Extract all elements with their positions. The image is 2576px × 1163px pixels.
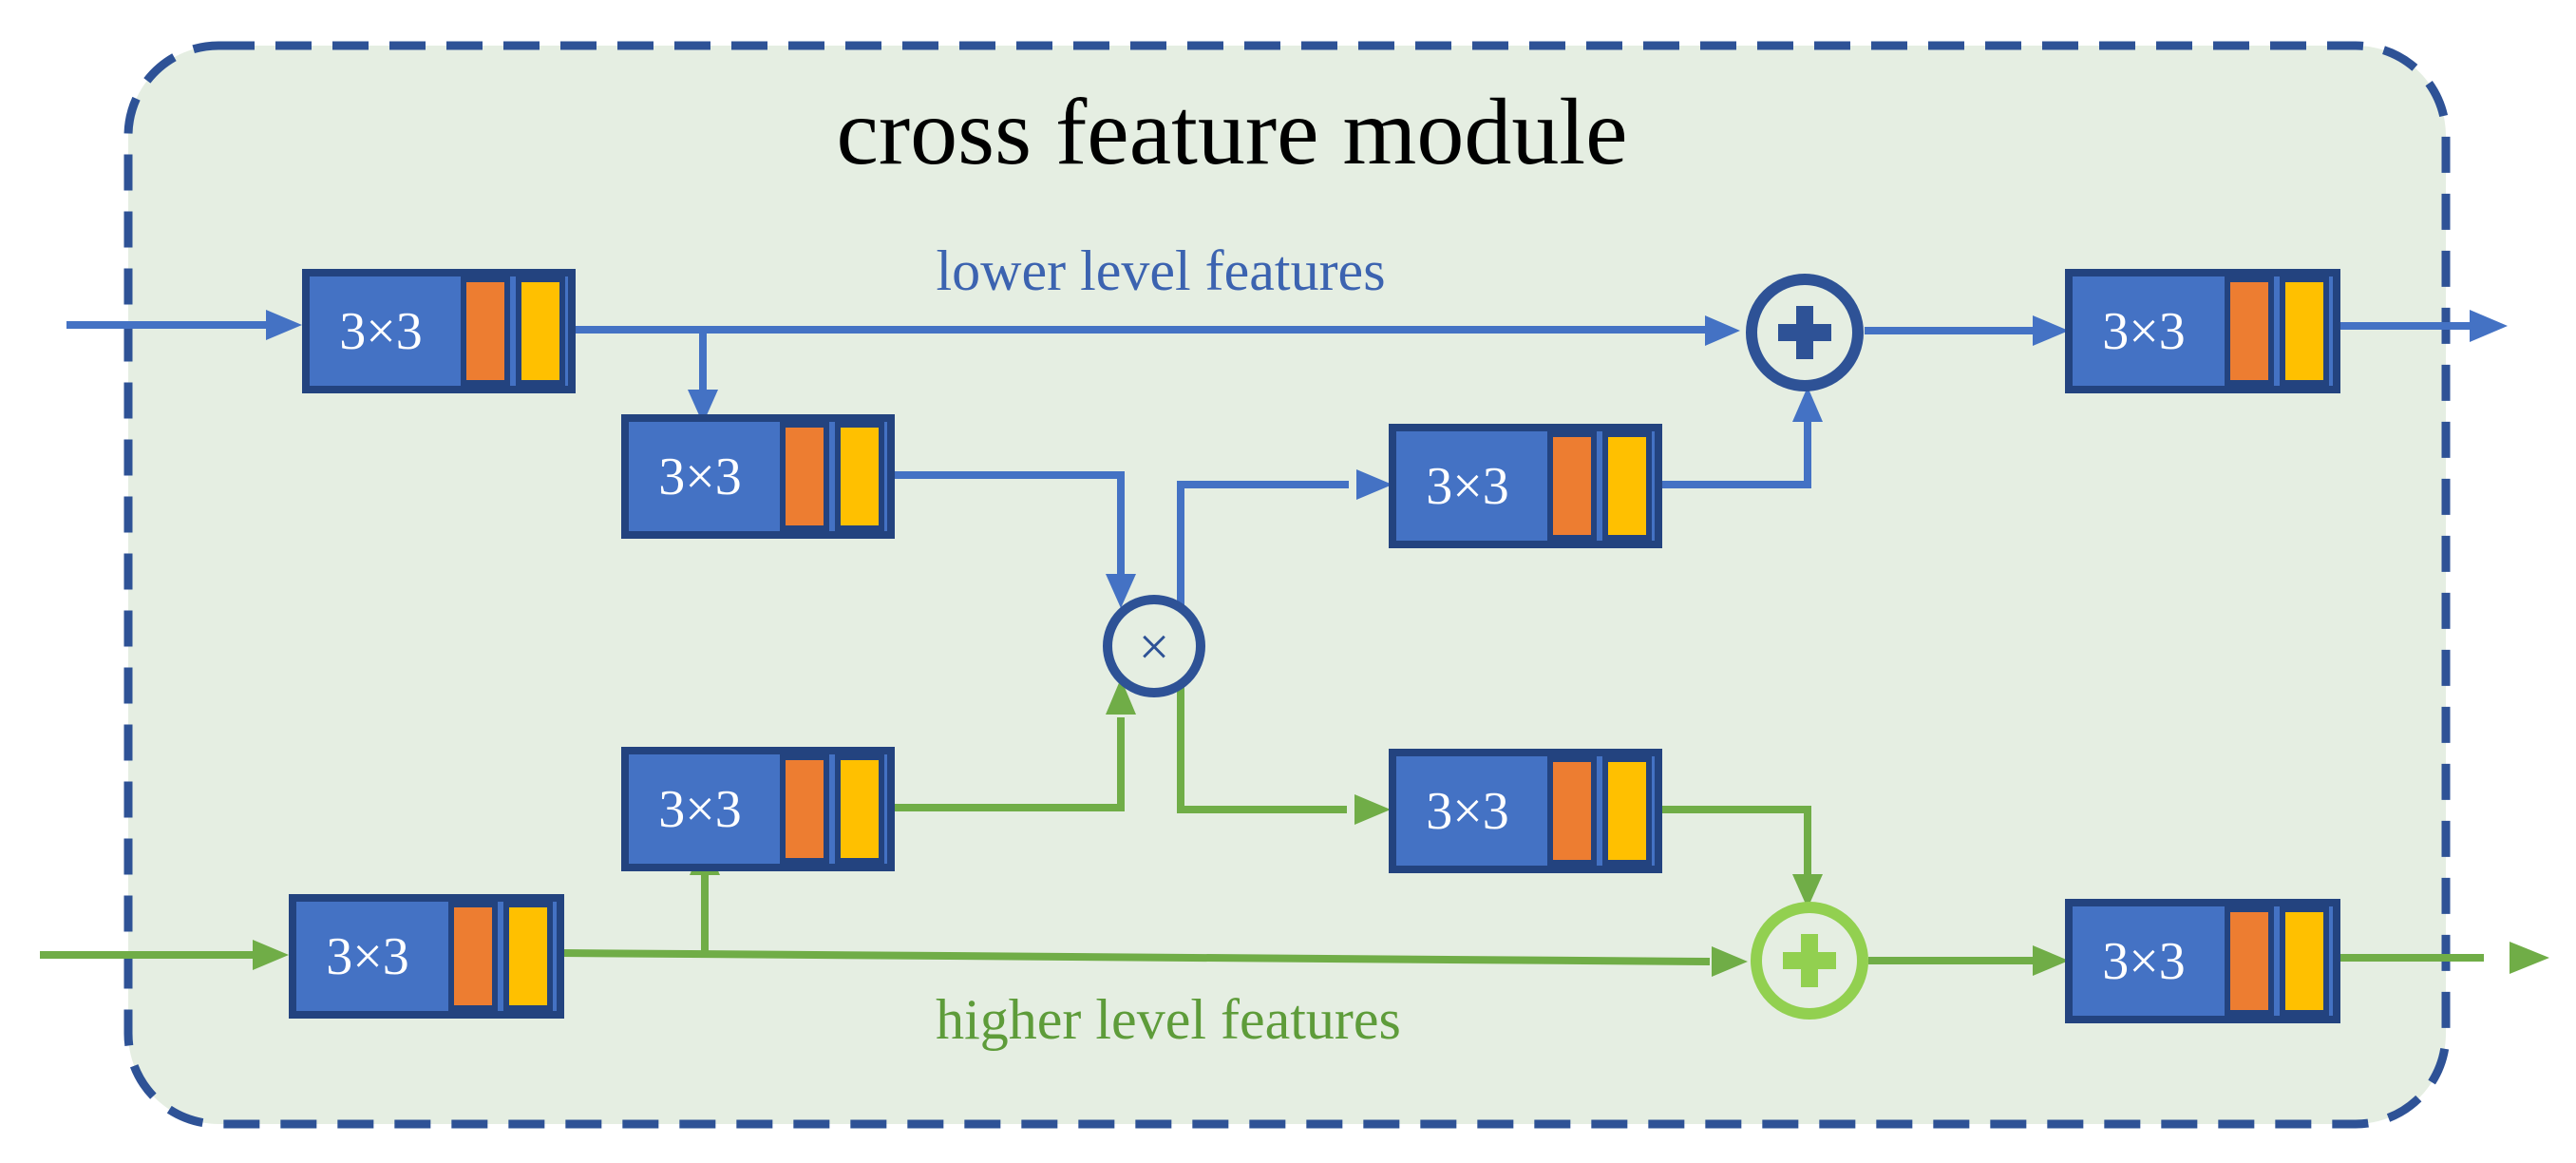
arrowhead xyxy=(688,390,718,424)
arrowhead xyxy=(1106,574,1136,608)
blue-arrowheads xyxy=(266,310,2508,608)
arrowhead xyxy=(2033,315,2069,346)
green-connections xyxy=(40,677,2484,965)
higher-path-line xyxy=(559,949,1711,965)
conv-label: 3×3 xyxy=(1426,457,1509,516)
multiply-operator: × xyxy=(1103,595,1205,697)
lower-level-label: lower level features xyxy=(936,239,1385,302)
conv-block-mid-top: 3×3 xyxy=(1389,424,1662,548)
conv-block-higher-branch: 3×3 xyxy=(621,747,895,871)
conv-block-input-bottom: 3×3 xyxy=(289,894,564,1019)
conv-label: 3×3 xyxy=(339,302,423,361)
conv-label: 3×3 xyxy=(2102,302,2186,361)
arrowhead xyxy=(266,310,302,340)
conv-block-output-top: 3×3 xyxy=(2065,269,2340,393)
blue-connections xyxy=(66,321,2479,620)
arrowhead xyxy=(2470,310,2508,342)
multiply-to-conv-line xyxy=(1177,481,1349,620)
arrowhead xyxy=(1354,794,1391,825)
arrowhead xyxy=(253,940,289,970)
conv-block-lower-branch: 3×3 xyxy=(621,414,895,539)
conv-label: 3×3 xyxy=(326,927,409,986)
conv-to-add-green-line xyxy=(1658,806,1811,886)
arrowhead xyxy=(1792,387,1823,422)
higher-level-label: higher level features xyxy=(936,988,1401,1051)
arrowhead xyxy=(1792,874,1823,908)
arrowhead xyxy=(1712,946,1748,977)
conv-label: 3×3 xyxy=(2102,932,2186,991)
multiply-to-conv-green-line xyxy=(1177,677,1347,813)
conv-to-add-line xyxy=(1658,416,1811,488)
conv-block-mid-bottom: 3×3 xyxy=(1389,749,1662,873)
conv-label: 3×3 xyxy=(1426,782,1509,841)
arrowhead xyxy=(2033,945,2069,976)
arrowhead xyxy=(2510,942,2549,974)
arrowhead xyxy=(1356,469,1392,500)
module-title: cross feature module xyxy=(836,79,1627,184)
add-operator-bottom xyxy=(1751,902,1868,1020)
conv-to-multiply-green-line xyxy=(891,717,1125,811)
conv-label: 3×3 xyxy=(658,780,742,839)
conv-label: 3×3 xyxy=(658,448,742,506)
conv-block-input-top: 3×3 xyxy=(302,269,576,393)
arrowhead xyxy=(1705,315,1740,346)
green-arrowheads xyxy=(253,678,2549,977)
arrowhead xyxy=(1106,678,1136,715)
multiply-symbol: × xyxy=(1139,616,1170,677)
conv-block-output-bottom: 3×3 xyxy=(2065,899,2340,1023)
conv-to-multiply-line xyxy=(891,471,1125,582)
add-operator-top xyxy=(1746,274,1864,391)
